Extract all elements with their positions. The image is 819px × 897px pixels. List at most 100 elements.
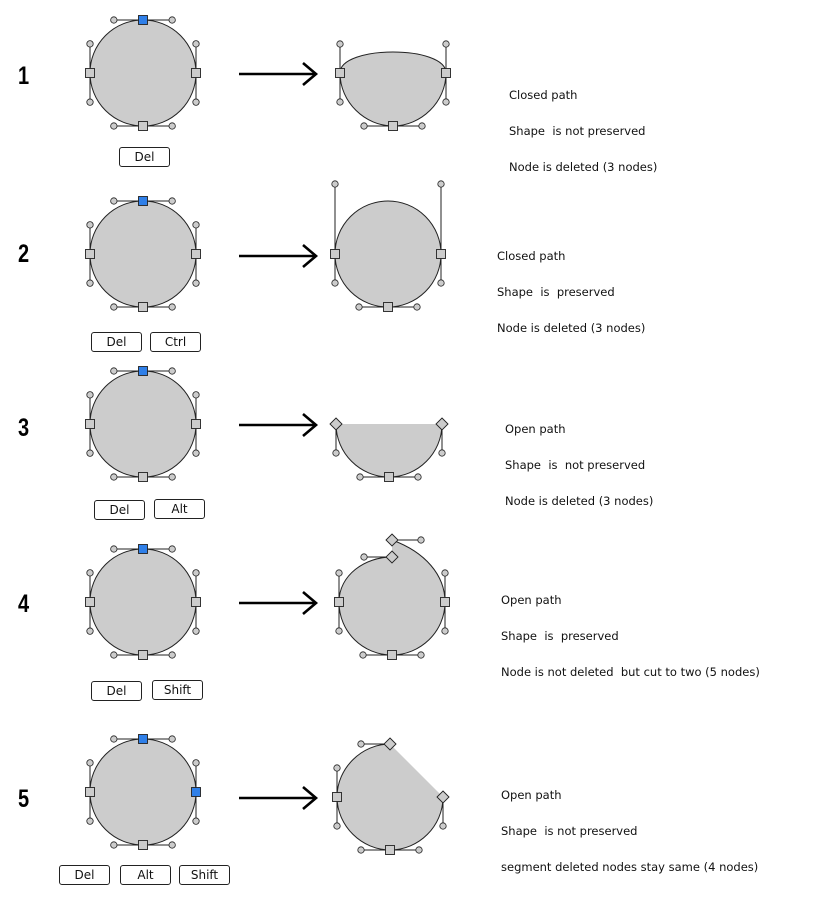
- handle-point-icon: [86, 627, 94, 635]
- description-line: Node is deleted (3 nodes): [505, 494, 654, 508]
- result-fill: [336, 424, 442, 477]
- handle-point-icon: [335, 569, 343, 577]
- handle-point-icon: [110, 545, 118, 553]
- handle-point-icon: [168, 303, 176, 311]
- node-icon: [85, 68, 95, 78]
- handle-point-icon: [192, 221, 200, 229]
- handle-point-icon: [86, 391, 94, 399]
- circle-shape: [89, 738, 197, 846]
- handle-point-icon: [331, 279, 339, 287]
- handle-point-icon: [439, 822, 447, 830]
- node-icon: [85, 787, 95, 797]
- node-icon: [138, 840, 148, 850]
- description-line: Node is deleted (3 nodes): [497, 321, 646, 335]
- row-1-description: Closed path Shape is not preserved Node …: [509, 65, 657, 185]
- cusp-node-icon: [383, 737, 397, 751]
- circle-shape: [89, 548, 197, 656]
- handle-point-icon: [110, 651, 118, 659]
- handle-point-icon: [192, 98, 200, 106]
- row-5-description: Open path Shape is not preserved segment…: [501, 765, 758, 885]
- circle-shape: [89, 370, 197, 478]
- node-icon: [332, 792, 342, 802]
- handle-point-icon: [332, 449, 340, 457]
- handle-point-icon: [86, 221, 94, 229]
- handle-point-icon: [192, 627, 200, 635]
- cusp-node-icon: [436, 790, 450, 804]
- node-icon: [383, 302, 393, 312]
- key-del[interactable]: Del: [59, 865, 110, 885]
- handle-point-icon: [192, 40, 200, 48]
- description-line: Shape is not preserved: [505, 458, 646, 472]
- handle-point-icon: [86, 817, 94, 825]
- handle-point-icon: [86, 40, 94, 48]
- selected-node-icon: [138, 544, 148, 554]
- key-shift[interactable]: Shift: [152, 680, 203, 700]
- handle-point-icon: [442, 40, 450, 48]
- description-line: Shape is not preserved: [501, 824, 638, 838]
- node-icon: [334, 597, 344, 607]
- handle-point-icon: [360, 553, 368, 561]
- arrow-head-icon: [302, 786, 319, 810]
- handle-point-icon: [86, 759, 94, 767]
- selected-node-icon: [191, 787, 201, 797]
- row-2-description: Closed path Shape is preserved Node is d…: [497, 226, 645, 346]
- row-4-description: Open path Shape is preserved Node is not…: [501, 570, 760, 690]
- key-del[interactable]: Del: [119, 147, 170, 167]
- description-line: Node is deleted (3 nodes): [509, 160, 658, 174]
- handle-point-icon: [110, 197, 118, 205]
- key-del[interactable]: Del: [94, 500, 145, 520]
- key-ctrl[interactable]: Ctrl: [150, 332, 201, 352]
- handle-point-icon: [168, 651, 176, 659]
- key-alt[interactable]: Alt: [120, 865, 171, 885]
- handle-point-icon: [192, 449, 200, 457]
- row-5-number: 5: [18, 785, 30, 813]
- key-del[interactable]: Del: [91, 332, 142, 352]
- arrow-head-icon: [302, 62, 319, 86]
- description-line: Open path: [501, 788, 562, 802]
- handle-point-icon: [418, 122, 426, 130]
- row-3-number: 3: [18, 414, 30, 442]
- node-icon: [387, 650, 397, 660]
- handle-point-icon: [192, 279, 200, 287]
- handle-point-icon: [437, 180, 445, 188]
- handle-point-icon: [417, 536, 425, 544]
- circle-shape: [89, 19, 197, 127]
- handle-point-icon: [110, 735, 118, 743]
- key-alt[interactable]: Alt: [154, 499, 205, 519]
- handle-point-icon: [86, 98, 94, 106]
- handle-point-icon: [441, 627, 449, 635]
- handle-point-icon: [335, 627, 343, 635]
- description-line: Shape is preserved: [497, 285, 615, 299]
- key-del[interactable]: Del: [91, 681, 142, 701]
- description-line: Open path: [505, 422, 566, 436]
- key-shift[interactable]: Shift: [179, 865, 230, 885]
- node-icon: [191, 597, 201, 607]
- cusp-node-icon: [385, 533, 399, 547]
- handle-point-icon: [168, 473, 176, 481]
- selected-node-icon: [138, 196, 148, 206]
- node-icon: [138, 121, 148, 131]
- circle-shape: [89, 200, 197, 308]
- handle-point-icon: [86, 569, 94, 577]
- handle-point-icon: [438, 449, 446, 457]
- handle-point-icon: [168, 197, 176, 205]
- node-icon: [191, 419, 201, 429]
- handle-point-icon: [333, 822, 341, 830]
- description-line: Node is not deleted but cut to two (5 no…: [501, 665, 760, 679]
- result-outline: [336, 743, 444, 851]
- result-fill: [337, 744, 443, 850]
- handle-point-icon: [192, 391, 200, 399]
- handle-point-icon: [192, 759, 200, 767]
- selected-node-icon: [138, 366, 148, 376]
- handle-point-icon: [168, 122, 176, 130]
- description-line: segment deleted nodes stay same (4 nodes…: [501, 860, 759, 874]
- handle-point-icon: [110, 841, 118, 849]
- handle-point-icon: [357, 740, 365, 748]
- row-2-number: 2: [18, 240, 30, 268]
- handle-point-icon: [168, 735, 176, 743]
- node-icon: [138, 472, 148, 482]
- row-4-number: 4: [18, 590, 30, 618]
- handle-point-icon: [413, 303, 421, 311]
- node-icon: [335, 68, 345, 78]
